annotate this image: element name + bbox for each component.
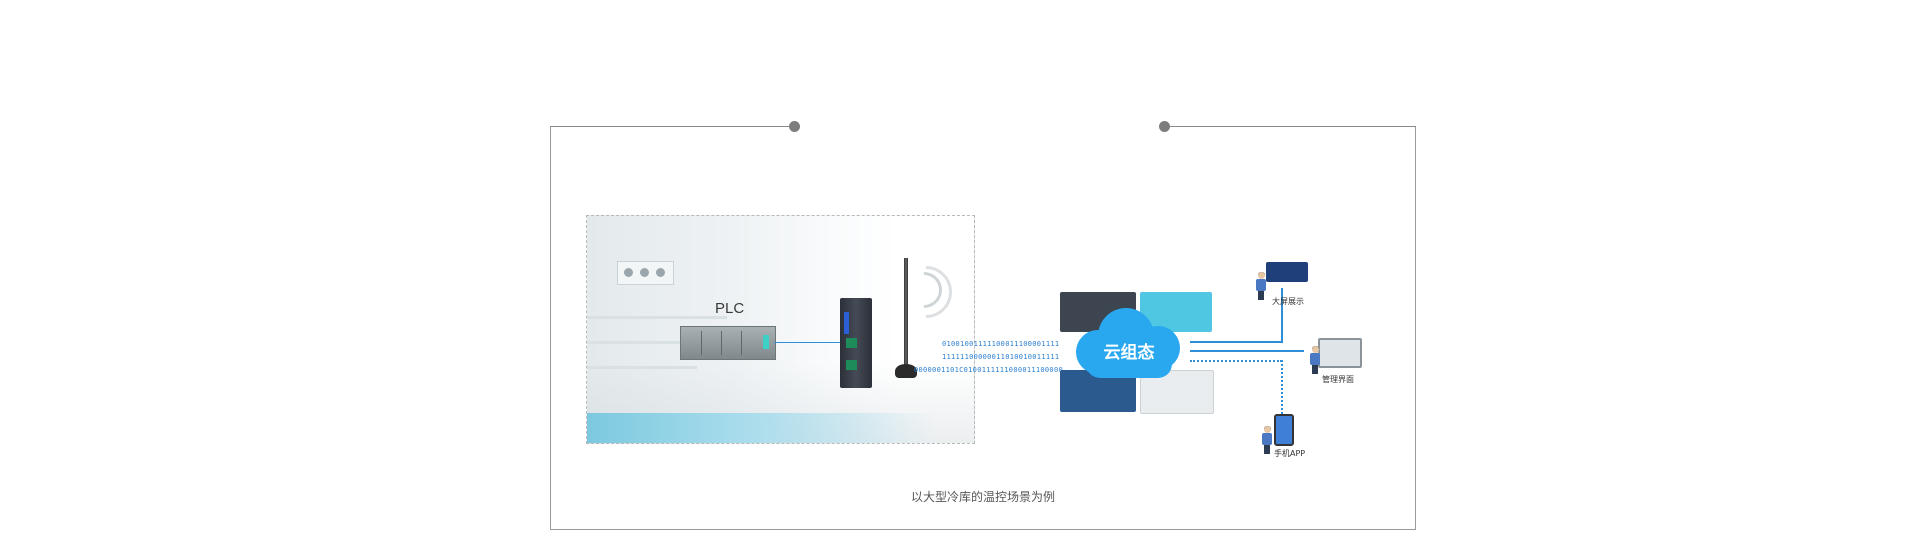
shelf [587,366,697,369]
person-icon [1262,426,1272,454]
link-to-mobile-app [1190,360,1282,362]
person-icon [1256,272,1266,300]
link-to-big-screen [1281,288,1283,343]
scada-screen-2 [1140,292,1212,332]
cloud-icon [1076,308,1180,378]
phone-icon [1274,414,1294,446]
plc-label: PLC [715,300,745,317]
link-to-big-screen [1190,341,1282,343]
monitor-icon [1318,338,1362,368]
management-label: 管理界面 [1322,375,1354,384]
bit-stream: 11111100000011010010011111 [942,353,1060,361]
link-to-mobile-app [1281,360,1283,422]
frame-top-right-line [1164,126,1416,127]
link-to-management [1190,350,1304,352]
antenna-base [895,364,917,378]
mobile-app-label: 手机APP [1274,449,1306,458]
cooler-unit-icon [617,261,674,285]
antenna-icon [904,258,908,374]
caption: 以大型冷库的温控场景为例 [910,490,1055,504]
cloud-label: 云组态 [1103,343,1155,363]
big-screen-label: 大屏展示 [1272,297,1304,306]
shelf [587,316,727,319]
scene-blue-band [587,413,974,443]
bit-stream: 0000001101C0100111111000011100000 [914,366,1063,374]
bit-stream: 01001001111100011100001111 [942,340,1060,348]
person-icon [1310,346,1320,374]
big-screen-icon [1266,262,1308,282]
frame-right-dot [1159,121,1170,132]
plc-gateway-link [774,342,840,343]
cold-storage-scene [586,215,975,444]
frame-left-dot [789,121,800,132]
plc-device-icon [680,326,776,360]
outer-frame [550,126,1416,530]
shelf [587,341,707,344]
frame-top-left-line [550,126,794,127]
gateway-device-icon [840,298,872,388]
